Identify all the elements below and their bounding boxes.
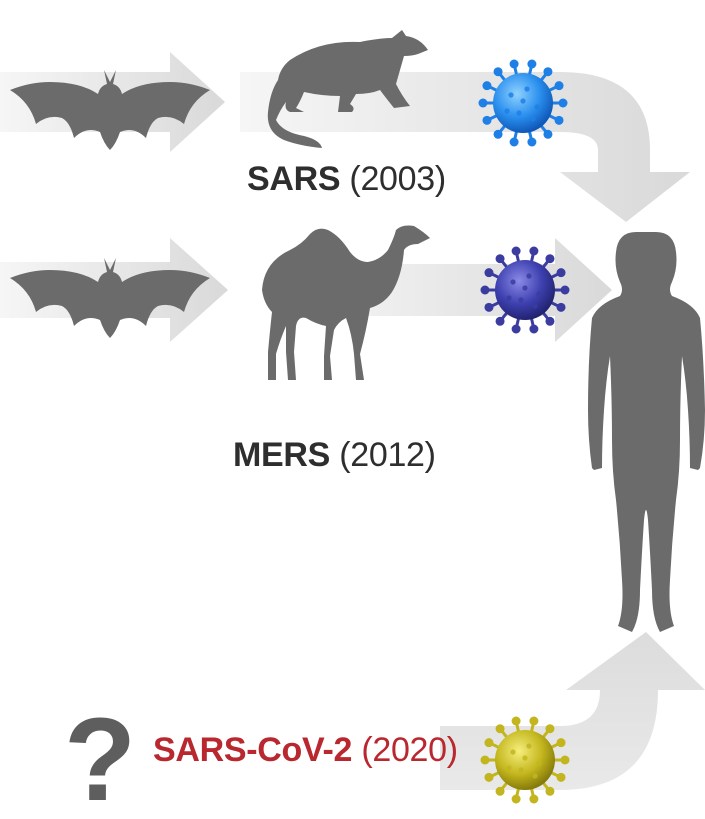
question-mark-icon: ? bbox=[64, 694, 136, 819]
virus-surface-dot bbox=[504, 108, 510, 114]
virus-surface-dot bbox=[518, 297, 524, 303]
virus-surface-dot bbox=[532, 773, 538, 779]
sars-cov-2-virus-icon bbox=[480, 716, 570, 804]
virus-surface-dot bbox=[506, 765, 512, 771]
virus-surface-dot bbox=[508, 92, 514, 98]
virus-spike-tip bbox=[543, 129, 553, 139]
virus-spike-tip bbox=[543, 67, 553, 77]
virus-surface-dot bbox=[506, 295, 512, 301]
virus-spike-tip bbox=[529, 246, 539, 256]
virus-surface-dot bbox=[530, 116, 536, 122]
virus-spike-tip bbox=[511, 794, 521, 804]
virus-spike-tip bbox=[560, 285, 570, 295]
virus-surface-dot bbox=[510, 279, 516, 285]
sars-year: (2003) bbox=[349, 160, 446, 198]
virus-surface-dot bbox=[536, 291, 542, 297]
virus-surface-dot bbox=[522, 285, 528, 291]
virus-spike-tip bbox=[529, 794, 539, 804]
sars-cov-2-label: SARS-CoV-2 (2020) bbox=[153, 731, 458, 770]
virus-spike-tip bbox=[545, 724, 555, 734]
virus-spike-tip bbox=[560, 755, 570, 765]
virus-spike-tip bbox=[556, 772, 566, 782]
virus-spike-tip bbox=[495, 316, 505, 326]
virus-spike-tip bbox=[480, 285, 490, 295]
virus-spike-tip bbox=[556, 268, 566, 278]
civet-icon bbox=[267, 30, 428, 148]
virus-spike-tip bbox=[545, 786, 555, 796]
virus-spike-tip bbox=[482, 81, 492, 91]
virus-surface-dot bbox=[526, 273, 532, 279]
virus-surface-dot bbox=[510, 749, 516, 755]
virus-spike-tip bbox=[529, 716, 539, 726]
virus-spike-tip bbox=[484, 268, 494, 278]
virus-surface-dot bbox=[520, 98, 526, 104]
virus-spike-tip bbox=[545, 254, 555, 264]
sars-cov-2-year: (2020) bbox=[361, 731, 458, 769]
virus-spike-tip bbox=[482, 115, 492, 125]
arrow-unknown-to-human bbox=[440, 632, 705, 790]
virus-spike-tip bbox=[493, 67, 503, 77]
virus-spike-tip bbox=[554, 115, 564, 125]
sars-cov-2-name: SARS-CoV-2 bbox=[153, 731, 353, 769]
virus-spike-tip bbox=[484, 772, 494, 782]
virus-spike-tip bbox=[527, 137, 537, 147]
arrow-civet-to-human bbox=[240, 72, 690, 222]
virus-spike-tip bbox=[558, 98, 568, 108]
virus-spike-tip bbox=[493, 129, 503, 139]
sars-label: SARS (2003) bbox=[247, 160, 446, 199]
virus-spike-tip bbox=[554, 81, 564, 91]
virus-spike-tip bbox=[480, 755, 490, 765]
virus-spike-tip bbox=[545, 316, 555, 326]
virus-spike-tip bbox=[495, 786, 505, 796]
virus-spike-tip bbox=[511, 716, 521, 726]
virus-spike-tip bbox=[478, 98, 488, 108]
virus-spike-tip bbox=[509, 137, 519, 147]
mers-label: MERS (2012) bbox=[233, 436, 436, 475]
sars-virus-icon bbox=[478, 59, 568, 147]
virus-spike-tip bbox=[484, 302, 494, 312]
virus-spike-tip bbox=[484, 738, 494, 748]
virus-spike-tip bbox=[556, 302, 566, 312]
virus-surface-dot bbox=[516, 110, 522, 116]
camel-icon bbox=[262, 225, 430, 380]
human-icon bbox=[588, 232, 705, 632]
virus-surface-dot bbox=[536, 761, 542, 767]
sars-name: SARS bbox=[247, 160, 341, 198]
virus-spike-tip bbox=[556, 738, 566, 748]
mers-name: MERS bbox=[233, 436, 331, 474]
virus-surface-dot bbox=[522, 755, 528, 761]
virus-spike-tip bbox=[527, 59, 537, 69]
virus-spike-tip bbox=[511, 324, 521, 334]
virus-surface-dot bbox=[518, 767, 524, 773]
virus-spike-tip bbox=[495, 724, 505, 734]
mers-virus-icon bbox=[480, 246, 570, 334]
mers-year: (2012) bbox=[339, 436, 436, 474]
virus-surface-dot bbox=[532, 303, 538, 309]
virus-spike-tip bbox=[495, 254, 505, 264]
virus-surface-dot bbox=[534, 104, 540, 110]
virus-surface-dot bbox=[524, 86, 530, 92]
virus-surface-dot bbox=[526, 743, 532, 749]
virus-spike-tip bbox=[511, 246, 521, 256]
virus-spike-tip bbox=[529, 324, 539, 334]
virus-spike-tip bbox=[509, 59, 519, 69]
